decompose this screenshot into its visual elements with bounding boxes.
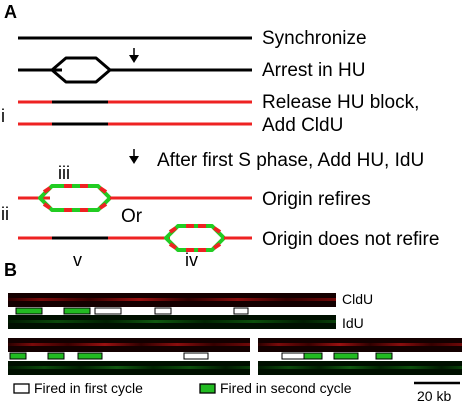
legend-second-cycle-swatch bbox=[199, 383, 216, 394]
step-arrest-label: Arrest in HU bbox=[262, 60, 365, 81]
first-cycle-marker bbox=[281, 352, 307, 360]
first-cycle-marker bbox=[94, 307, 122, 315]
fiber-image-bottom-right bbox=[258, 338, 462, 375]
step-synchronize-label: Synchronize bbox=[262, 28, 367, 49]
step-after-s-phase-label: After first S phase, Add HU, IdU bbox=[157, 150, 424, 171]
roman-ii: ii bbox=[1, 204, 9, 224]
step-not-refire-label: Origin does not refire bbox=[262, 229, 439, 250]
second-cycle-marker bbox=[63, 307, 91, 315]
scale-bar: 20 kb bbox=[414, 381, 460, 404]
second-cycle-marker bbox=[77, 352, 103, 360]
second-cycle-marker bbox=[375, 352, 393, 360]
panel-b-label: B bbox=[4, 260, 17, 280]
cldu-channel-label: CldU bbox=[342, 291, 373, 307]
scale-bar-label: 20 kb bbox=[417, 388, 451, 404]
fiber-image-bottom-left bbox=[8, 338, 250, 375]
step-release-label: Release HU block, bbox=[262, 92, 419, 113]
origin-refires-strand bbox=[18, 184, 252, 212]
idu-channel-label: IdU bbox=[342, 315, 364, 331]
roman-iii: iii bbox=[58, 163, 70, 183]
step-add-cldu-label: Add CldU bbox=[262, 115, 343, 136]
roman-v: v bbox=[73, 250, 82, 270]
second-cycle-marker bbox=[47, 352, 65, 360]
roman-iv: iv bbox=[185, 250, 198, 270]
arrow-down-icon bbox=[129, 48, 139, 63]
roman-i: i bbox=[1, 106, 5, 126]
first-cycle-marker bbox=[154, 307, 172, 315]
legend-first-cycle-swatch bbox=[13, 383, 30, 394]
arrest-bubble-strand bbox=[18, 56, 252, 84]
second-cycle-marker bbox=[303, 352, 323, 360]
or-label: Or bbox=[121, 206, 143, 227]
step-origin-refires-label: Origin refires bbox=[262, 189, 371, 210]
legend-second-cycle-label: Fired in second cycle bbox=[220, 380, 352, 396]
second-cycle-marker bbox=[15, 307, 43, 315]
first-cycle-marker bbox=[183, 352, 209, 360]
second-cycle-marker bbox=[333, 352, 359, 360]
cldu-double-strand bbox=[18, 100, 252, 126]
origin-not-refire-strand bbox=[18, 224, 252, 252]
arrow-down-icon bbox=[129, 149, 139, 164]
legend-first-cycle-label: Fired in first cycle bbox=[34, 380, 143, 396]
second-cycle-marker bbox=[9, 352, 27, 360]
fiber-image-top bbox=[8, 293, 336, 329]
panel-a-label: A bbox=[4, 2, 17, 22]
legend: Fired in first cycle Fired in second cyc… bbox=[13, 380, 352, 396]
first-cycle-marker bbox=[233, 307, 249, 315]
